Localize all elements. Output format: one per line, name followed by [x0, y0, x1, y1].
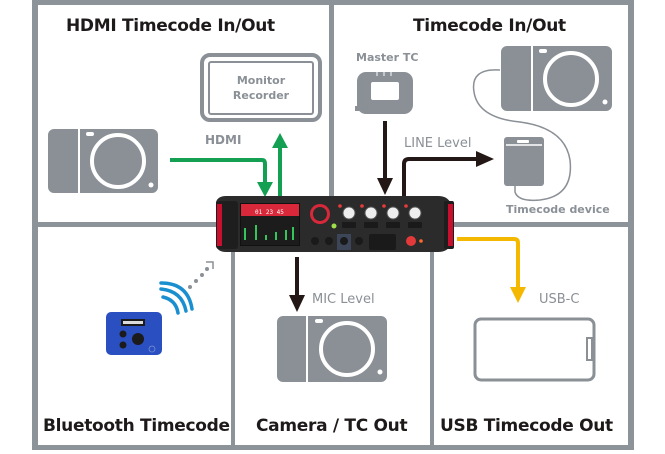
panel-title-bluetooth: Bluetooth Timecode [43, 416, 230, 436]
channel-buttons[interactable] [342, 222, 422, 228]
field-recorder-device: 01 23 45 [216, 196, 454, 252]
recorder-label: Recorder [232, 89, 290, 102]
bluetooth-timecode-device-icon [106, 312, 162, 355]
recorder-screen: 01 23 45 [240, 203, 300, 246]
master-tc-arrow [377, 121, 393, 195]
mic-level-arrow [289, 257, 305, 312]
gain-knobs[interactable] [338, 204, 422, 220]
panel-title-usb: USB Timecode Out [440, 416, 613, 436]
hdmi-arrow-out [272, 133, 288, 196]
line-level-label: LINE Level [404, 136, 472, 151]
hdmi-arrow-in [170, 158, 273, 197]
master-tc-label: Master TC [356, 51, 419, 64]
record-led [419, 239, 423, 243]
panel-title-hdmi: HDMI Timecode In/Out [66, 16, 275, 36]
panel-title-camera-tc-out: Camera / TC Out [256, 416, 408, 436]
bluetooth-waves-icon [159, 281, 194, 315]
panel-title-timecode-io: Timecode In/Out [413, 16, 566, 36]
smartphone-icon [473, 317, 596, 382]
master-tc-icon [355, 72, 413, 114]
monitor-label: Monitor [236, 74, 286, 87]
usb-c-arrow [457, 237, 526, 303]
bluetooth-signal-dots [188, 261, 214, 289]
camera-icon-mic [277, 316, 387, 382]
timecode-device-label: Timecode device [506, 203, 610, 216]
line-level-arrow [402, 151, 494, 196]
timecode-device-icon [504, 137, 544, 186]
monitor-recorder-label: Monitor Recorder [209, 73, 313, 103]
record-button[interactable] [406, 236, 416, 246]
camera-icon-tc [501, 46, 612, 111]
function-buttons[interactable] [311, 234, 396, 250]
usb-c-label: USB-C [539, 292, 580, 307]
hdmi-connection-label: HDMI [205, 133, 242, 147]
screen-timecode: 01 23 45 [255, 209, 284, 216]
main-dial[interactable] [310, 204, 330, 224]
status-led [331, 223, 337, 229]
mic-level-label: MIC Level [312, 292, 375, 307]
camera-icon [48, 129, 158, 193]
monitor-recorder-icon [200, 53, 322, 122]
timecode-cable [472, 69, 572, 202]
